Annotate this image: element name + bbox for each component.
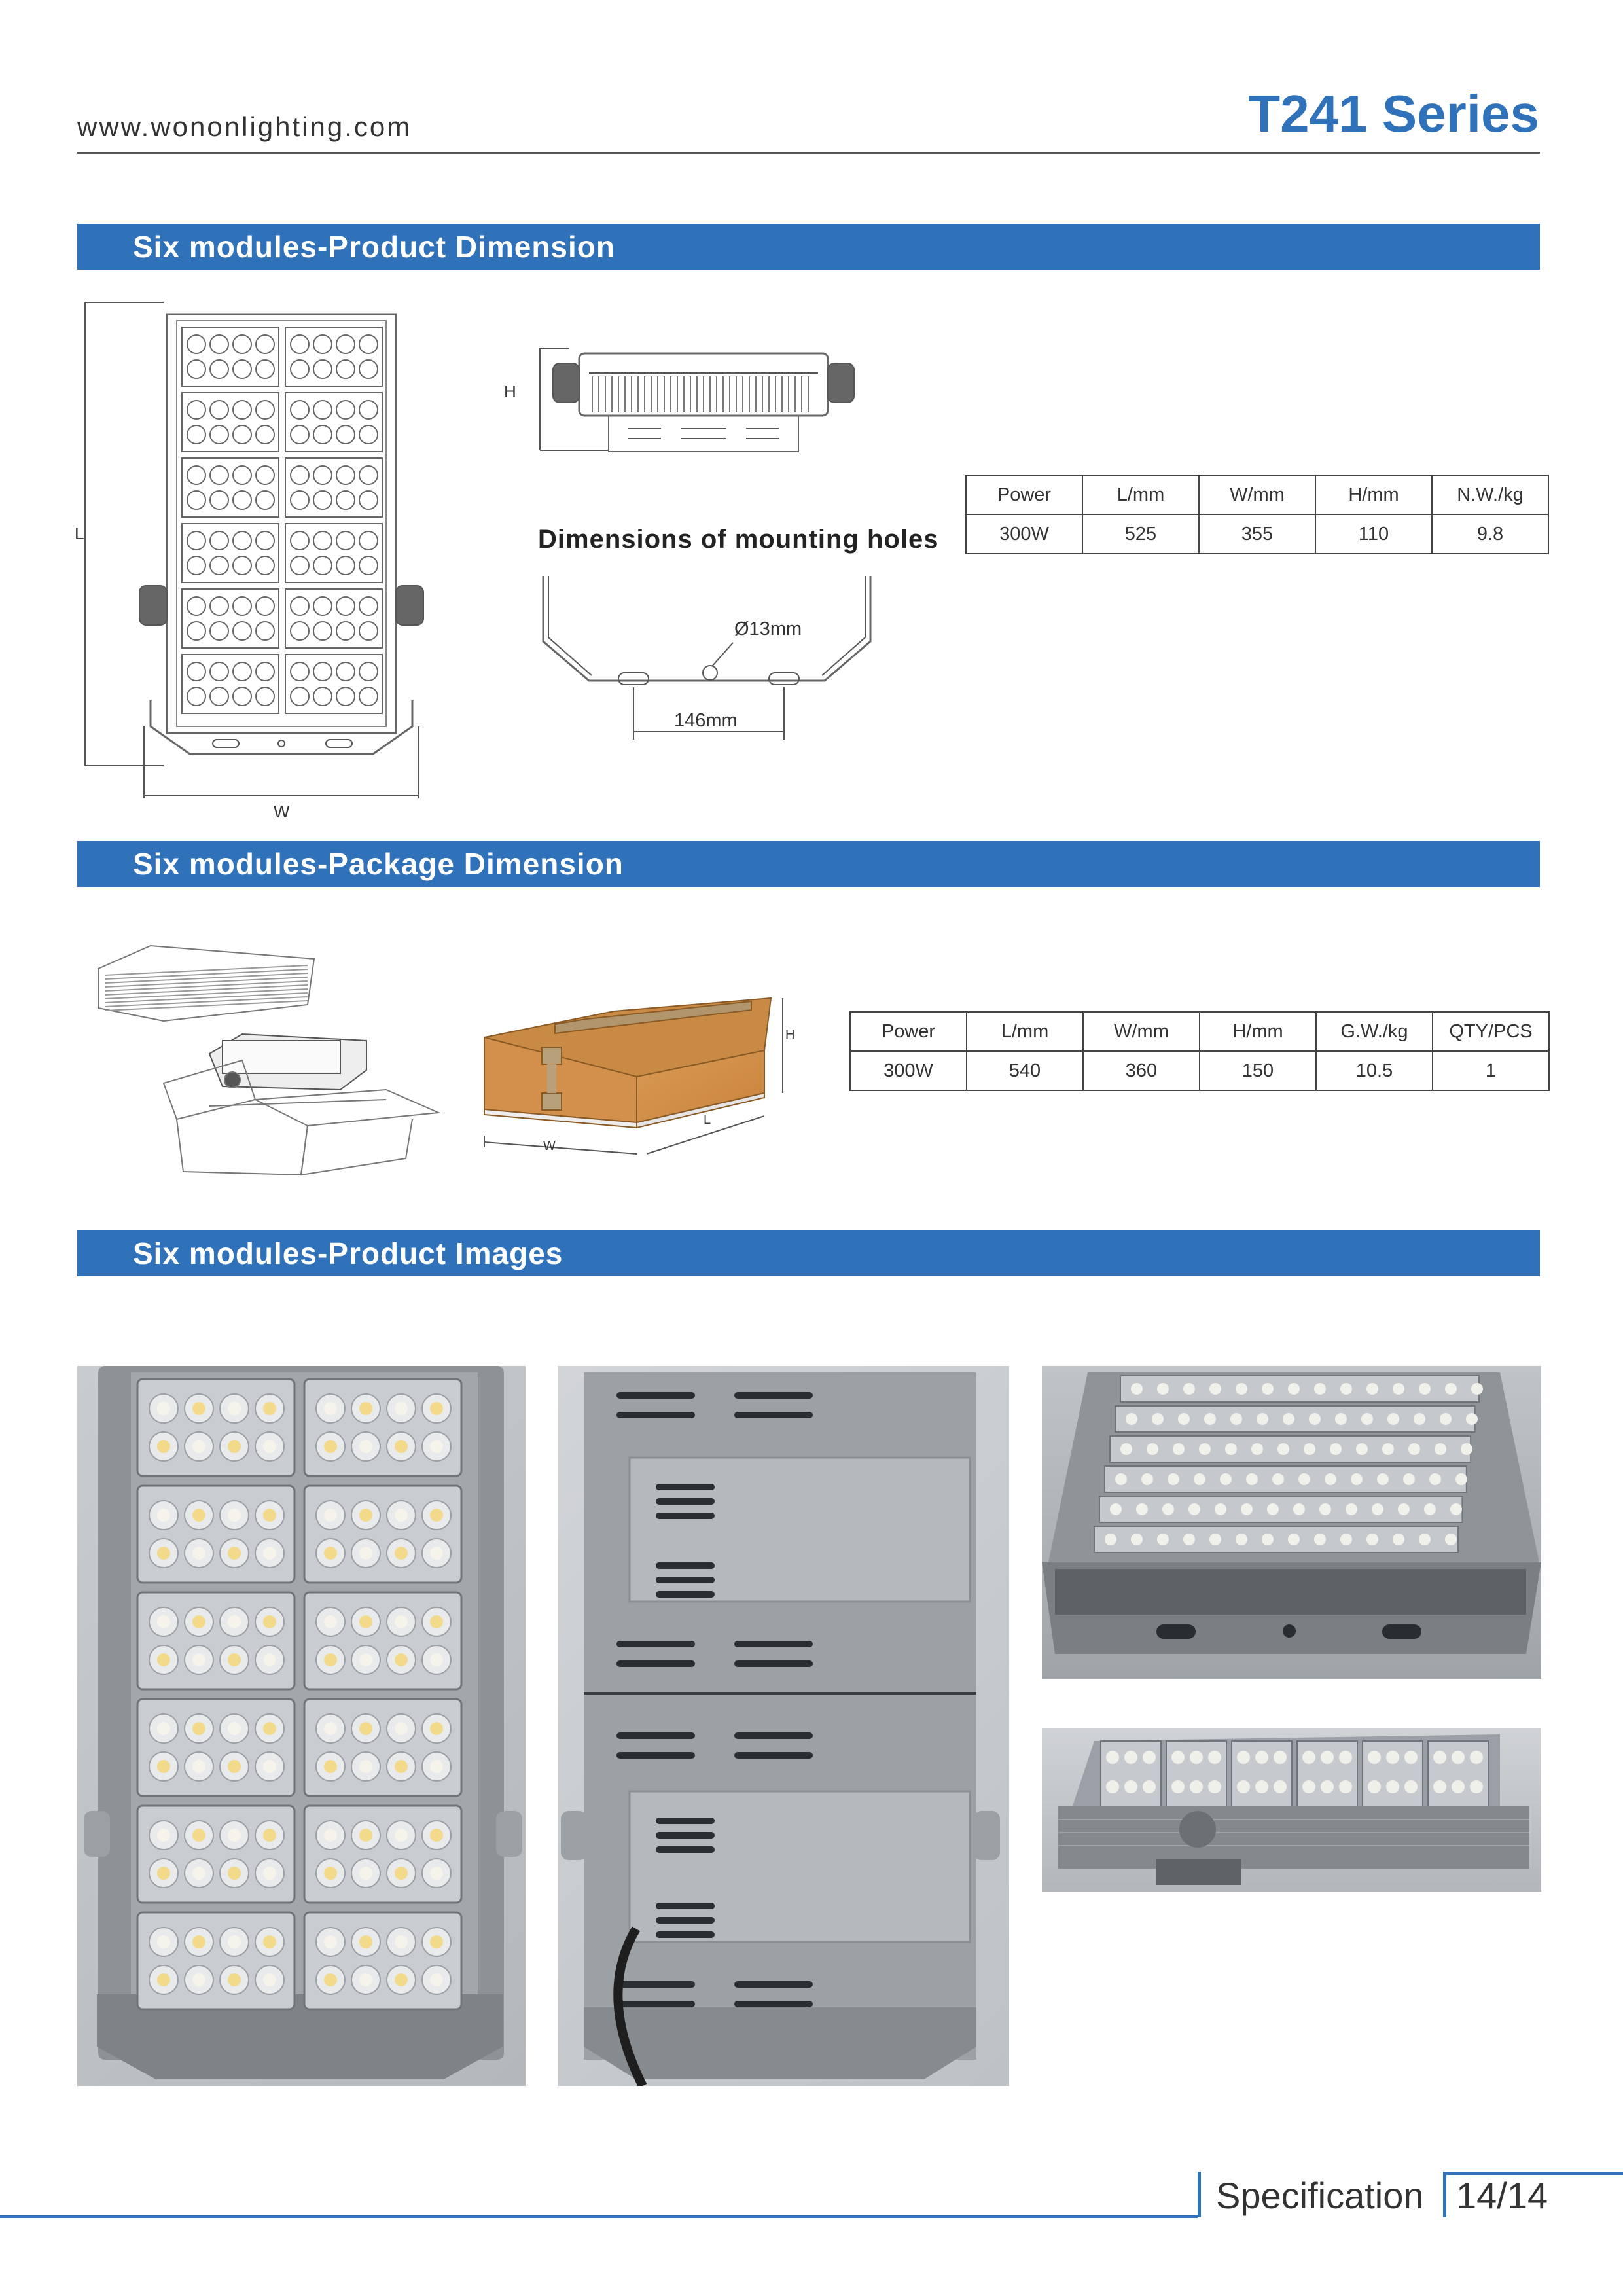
product-photo-angled — [1042, 1366, 1541, 1679]
hole-spacing-label: 146mm — [674, 710, 738, 731]
page-number: 14/14 — [1456, 2175, 1548, 2216]
package-table-header: QTY/PCS — [1432, 1011, 1550, 1052]
label-l: L — [75, 524, 84, 543]
mounting-holes-caption: Dimensions of mounting holes — [538, 525, 939, 554]
footer-divider-left — [1198, 2172, 1201, 2217]
package-table-cell: 10.5 — [1315, 1050, 1433, 1091]
label-h: H — [504, 382, 516, 401]
package-table-cell: 300W — [849, 1050, 967, 1091]
product-table-header: N.W./kg — [1431, 475, 1549, 515]
product-table-cell: 9.8 — [1431, 514, 1549, 554]
package-table-cell: 150 — [1199, 1050, 1317, 1091]
section-bar-package-dimension: Six modules-Package Dimension — [77, 841, 1540, 887]
package-table-header: G.W./kg — [1315, 1011, 1433, 1052]
product-table-cell: 355 — [1198, 514, 1316, 554]
product-photo-front — [77, 1366, 526, 2086]
package-table-header: L/mm — [966, 1011, 1084, 1052]
footer-line — [0, 2215, 1198, 2218]
series-title: T241 Series — [1248, 84, 1539, 143]
package-table-header: H/mm — [1199, 1011, 1317, 1052]
package-table-header: W/mm — [1082, 1011, 1200, 1052]
product-table-cell: 110 — [1315, 514, 1433, 554]
package-table-header: Power — [849, 1011, 967, 1052]
package-table-cell: 540 — [966, 1050, 1084, 1091]
header-divider — [77, 152, 1540, 154]
product-table-header: Power — [965, 475, 1083, 515]
label-w: W — [274, 802, 290, 821]
product-photo-side — [1042, 1728, 1541, 1892]
carton-box-drawing — [484, 997, 783, 1155]
package-table-cell: 1 — [1432, 1050, 1550, 1091]
section-bar-product-images: Six modules-Product Images — [77, 1230, 1540, 1276]
side-view-drawing — [539, 348, 855, 452]
package-spec-table: Power L/mm W/mm H/mm G.W./kg QTY/PCS 300… — [849, 1011, 1550, 1091]
product-photo-back — [558, 1366, 1009, 2086]
product-table-cell: 300W — [965, 514, 1083, 554]
product-table-header: H/mm — [1315, 475, 1433, 515]
product-table-header: W/mm — [1198, 475, 1316, 515]
section-bar-product-dimension: Six modules-Product Dimension — [77, 224, 1540, 270]
product-table-header: L/mm — [1082, 475, 1200, 515]
package-label-h: H — [785, 1028, 795, 1042]
footer-divider-right — [1443, 2172, 1446, 2217]
footer-top-line — [1443, 2172, 1623, 2175]
package-table-cell: 360 — [1082, 1050, 1200, 1091]
package-label-w: W — [543, 1139, 556, 1153]
package-exploded-drawing — [98, 944, 441, 1176]
product-spec-table: Power L/mm W/mm H/mm N.W./kg 300W 525 35… — [965, 475, 1549, 554]
product-table-cell: 525 — [1082, 514, 1200, 554]
front-view-drawing — [84, 302, 424, 798]
package-label-l: L — [704, 1113, 711, 1127]
hole-diameter-label: Ø13mm — [734, 619, 802, 639]
mounting-holes-drawing — [542, 576, 872, 740]
footer-label: Specification — [1216, 2175, 1424, 2216]
website-url: www.wononlighting.com — [77, 111, 412, 142]
